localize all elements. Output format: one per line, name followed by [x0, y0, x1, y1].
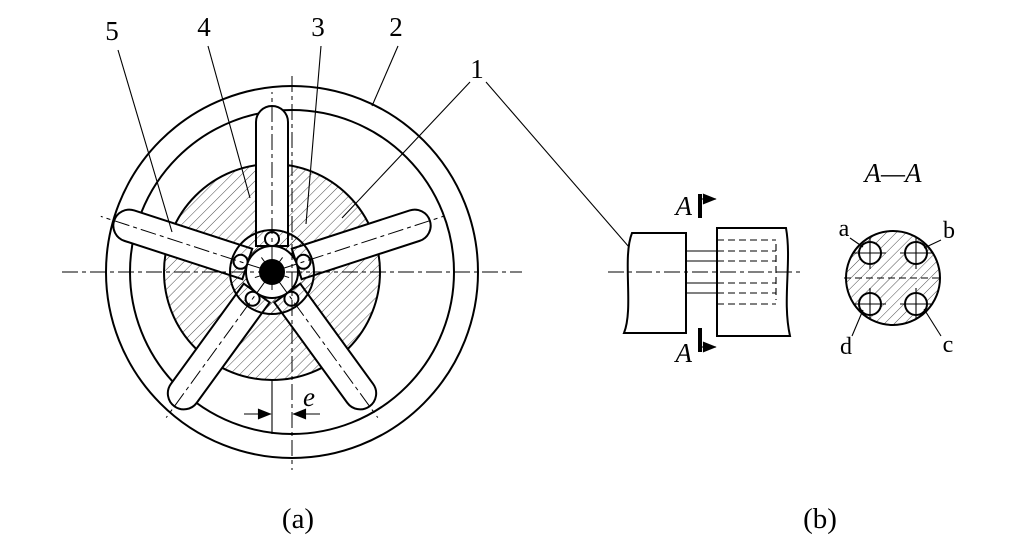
pin-carrier-block	[622, 232, 687, 334]
eccentricity-label: e	[303, 382, 315, 412]
leader-line-1-to-side-view	[485, 81, 643, 263]
section-letter-top: A	[674, 191, 693, 221]
section-view-a-a: A—A	[839, 158, 955, 360]
leader-pin-a	[849, 237, 864, 248]
part-label-5: 5	[105, 16, 119, 46]
pin-b-section	[900, 237, 932, 269]
pin-label-d: d	[840, 334, 852, 360]
part-label-3: 3	[311, 12, 325, 42]
part-label-1: 1	[470, 54, 484, 84]
leader-line-4	[207, 45, 251, 199]
plunger-upper-left	[112, 208, 254, 281]
section-view-title: A—A	[863, 158, 923, 188]
leader-line-5	[117, 49, 173, 233]
figure-a: e 5 4 3 2 1 (a)	[62, 12, 643, 535]
leader-pin-d	[851, 309, 864, 337]
leader-line-3	[305, 45, 322, 225]
caption-b: (b)	[803, 503, 837, 535]
caption-a: (a)	[282, 503, 314, 535]
part-label-4: 4	[197, 12, 211, 42]
part-leaders: 5 4 3 2 1	[105, 12, 643, 263]
section-mark-top: A	[674, 191, 717, 221]
plunger-right	[290, 208, 432, 281]
section-letter-bottom: A	[674, 338, 693, 368]
plunger-lower-right	[272, 282, 378, 411]
pin-label-a: a	[839, 216, 850, 242]
section-mark-bottom: A	[674, 328, 717, 368]
plunger-lower-left	[166, 282, 272, 411]
leader-line-1-to-rotor	[341, 81, 471, 219]
pin-label-c: c	[943, 332, 954, 358]
eccentricity-dimension: e	[244, 380, 320, 434]
part-label-2: 2	[389, 12, 403, 42]
leader-pin-b	[923, 239, 942, 249]
pin-c-section	[900, 288, 932, 320]
pin-label-b: b	[943, 218, 955, 244]
pin-lines	[686, 250, 717, 294]
leader-line-2	[371, 45, 399, 107]
pin-a-section	[854, 237, 886, 269]
shaft-block	[716, 227, 792, 337]
figure-b: A A A—A	[608, 158, 955, 535]
pin-d-section	[854, 288, 886, 320]
leader-pin-c	[923, 308, 942, 337]
plunger-centerlines	[100, 92, 444, 418]
